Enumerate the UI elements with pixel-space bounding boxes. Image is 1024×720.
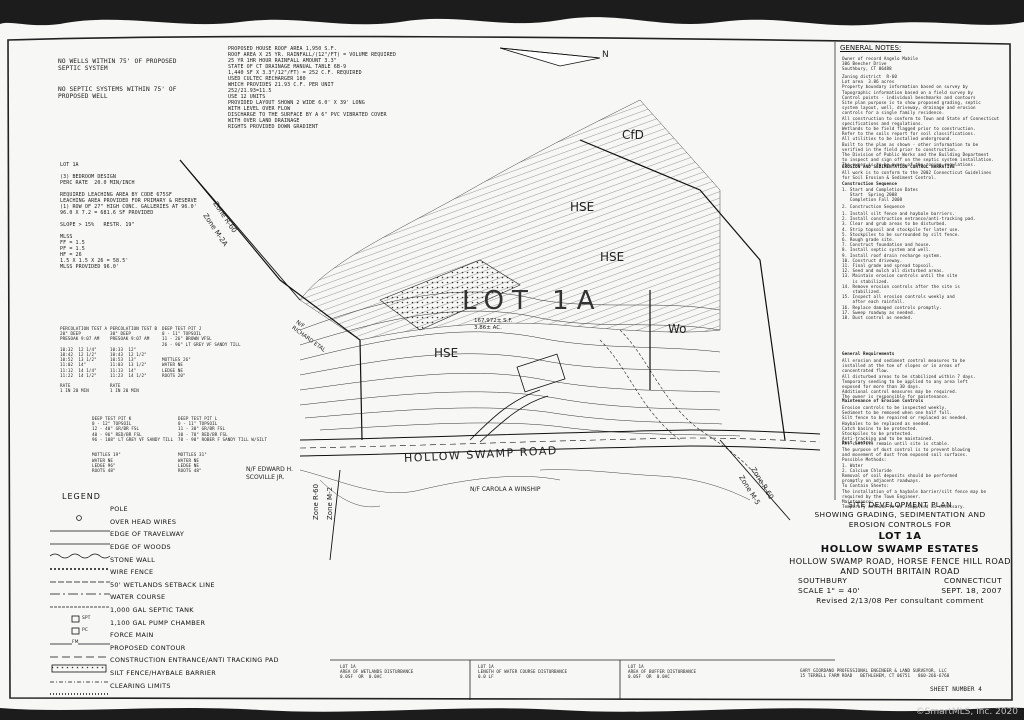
septic-note: NO SEPTIC SYSTEMS WITHIN 75' OF PROPOSED… [58, 86, 177, 101]
title-line-2: SHOWING GRADING, SEDIMENTATION AND [814, 510, 986, 519]
watercourse-disturbance: LOT 1A LENGTH OF WATER COURSE DISTURBANC… [478, 664, 568, 680]
legend-item: PROPOSED CONTOUR [110, 643, 186, 652]
soil-hse-3: HSE [434, 346, 459, 360]
lot-area: 167,972± S.F. 3.86± AC. [474, 318, 513, 331]
steep-slope-area [299, 99, 721, 341]
legend-item: STONE WALL [110, 555, 156, 564]
scan-bottom-edge [0, 707, 1024, 720]
title-roads: HOLLOW SWAMP ROAD, HORSE FENCE HILL ROAD [789, 556, 1011, 566]
title-line-3: EROSION CONTROLS FOR [848, 520, 952, 529]
legend-sym-spt: SPT [82, 616, 91, 621]
legend-item: FORCE MAIN [110, 631, 154, 640]
owner-of-record: Owner of record Angelo Mabile 306 Beeche… [842, 56, 919, 72]
house-and-driveway [469, 353, 566, 443]
general-requirements: All erosion and sediment control measure… [842, 358, 976, 400]
legend-item: WATER COURSE [110, 593, 166, 602]
legend-item: 1,100 GAL PUMP CHAMBER [110, 618, 206, 627]
construction-dates: 1. Start and Completion Dates Start Spri… [842, 187, 919, 203]
perc-test-a: PERCOLATION TEST A 20" DEEP PRESOAK 9:07… [60, 326, 108, 394]
general-notes-title: GENERAL NOTES: [840, 44, 902, 52]
legend-symbols [49, 515, 111, 695]
soil-wo: Wo [668, 322, 687, 336]
legend-item: SILT FENCE/HAYBALE BARRIER [110, 669, 217, 678]
soil-cfd: CfD [622, 128, 644, 142]
legend-item: WIRE FENCE [110, 568, 154, 577]
deep-test-k: DEEP TEST PIT K 0 - 12" TOPSOIL 12 - 40"… [92, 416, 174, 474]
deep-test-l: DEEP TEST PIT L 0 - 11" TOPSOIL 11 - 30"… [178, 416, 268, 474]
legend-item: OVER HEAD WIRES [110, 517, 177, 526]
legend-sym-pc: PC [82, 628, 88, 633]
title-roads-2: AND SOUTH BRITAIN ROAD [840, 566, 960, 576]
lot-label: LOT 1A [462, 286, 603, 316]
general-requirements-head: General Requirements [842, 351, 895, 356]
perc-test-b: PERCOLATION TEST B 30" DEEP PRESOAK 9:07… [110, 326, 158, 394]
legend-item: 50' WETLANDS SETBACK LINE [110, 580, 215, 589]
legend: LEGEND POLE OVER HEAD WIRES EDGE OF TRAV… [30, 492, 300, 692]
scan-top-edge [0, 0, 1024, 26]
deep-test-j: DEEP TEST PIT J 0 - 11" TOPSOIL 11 - 26"… [162, 326, 241, 378]
dust-control-notes: The purpose of dust control is to preven… [842, 447, 987, 510]
maintenance-notes: Erosion controls to be inspected weekly.… [842, 405, 968, 447]
sheet-number: SHEET NUMBER 4 [930, 686, 982, 693]
sequence-head: 2. Construction Sequence [842, 204, 905, 209]
title-lot: LOT 1A [878, 531, 922, 542]
legend-item: CLEARING LIMITS [110, 681, 171, 690]
maintenance-head: Maintenance of Erosion Controls [842, 398, 924, 403]
soil-hse-2: HSE [600, 250, 625, 264]
legend-title: LEGEND [62, 492, 101, 501]
construction-sequence: 1. Install silt fence and haybale barrie… [842, 211, 976, 321]
legend-item: POLE [110, 505, 128, 514]
dust-control-head: Dust Control [842, 440, 874, 445]
owner-south: N/F CAROLA A WINSHIP [470, 486, 541, 493]
title-town: SOUTHBURY [798, 576, 848, 585]
sheet-border [7, 35, 1013, 701]
wetlands-disturbance: LOT 1A AREA OF WETLANDS DISTURBANCE 0.0S… [340, 664, 414, 680]
lot-boundary [179, 139, 786, 441]
general-notes-body: Zoning district R-60 Lot area 3.86 acres… [842, 74, 1000, 168]
hollow-swamp-road [299, 429, 821, 457]
legend-item: 1,000 GAL SEPTIC TANK [110, 606, 194, 615]
legend-sym-fm: FM [72, 640, 79, 645]
lot-design-notes: LOT 1A (3) BEDROOM DESIGN PERC RATE 20.0… [60, 162, 197, 270]
construction-sequence-head: Construction Sequence [842, 181, 898, 186]
watercourse [599, 329, 771, 501]
legend-item: EDGE OF WOODS [110, 543, 171, 552]
watermark: ©SmartMLS, Inc. 2020 [915, 707, 1018, 717]
buffer-disturbance: LOT 1A AREA OF BUFFER DISTURBANCE 0.0SF … [628, 664, 697, 680]
wells-note: NO WELLS WITHIN 75' OF PROPOSED SEPTIC S… [58, 58, 177, 73]
legend-item: CONSTRUCTION ENTRANCE/ANTI TRACKING PAD [110, 656, 279, 665]
engineer-info: GARY GIORDANO PROFESSIONAL ENGINEER & LA… [800, 668, 950, 679]
title-revised: Revised 2/13/08 Per consultant comment [816, 596, 984, 605]
title-subdivision: HOLLOW SWAMP ESTATES [820, 544, 980, 555]
zone-label-bottom-mid-a: Zone R-60 [312, 483, 320, 520]
owner-west: N/F EDWARD H. SCOVILLE JR. [246, 466, 293, 481]
title-date: SEPT. 18, 2007 [941, 586, 1002, 595]
north-label: N [602, 50, 609, 60]
erosion-title: EROSION AND SEDIMENTATION CONTROL NARRAT… [842, 164, 955, 169]
title-state: CONNECTICUT [943, 576, 1002, 585]
legend-item: EDGE OF TRAVELWAY [110, 530, 185, 539]
roof-drainage-notes: PROPOSED HOUSE ROOF AREA 1,950 S.F. ROOF… [228, 46, 396, 130]
zone-lines [179, 159, 791, 561]
title-block-frame [330, 659, 835, 700]
erosion-intro: All work is to conform to the 2002 Conne… [842, 170, 992, 181]
north-arrow [499, 47, 601, 67]
title-block: SITE DEVELOPMENT PLAN SHOWING GRADING, S… [780, 500, 1020, 606]
zone-label-bottom-mid-b: Zone M-2 [326, 486, 334, 520]
lower-contours [299, 469, 751, 508]
septic-field [379, 259, 521, 331]
title-line-1: SITE DEVELOPMENT PLAN [848, 500, 952, 509]
title-scale: SCALE 1" = 40' [798, 586, 861, 595]
soil-hse-1: HSE [570, 200, 595, 214]
